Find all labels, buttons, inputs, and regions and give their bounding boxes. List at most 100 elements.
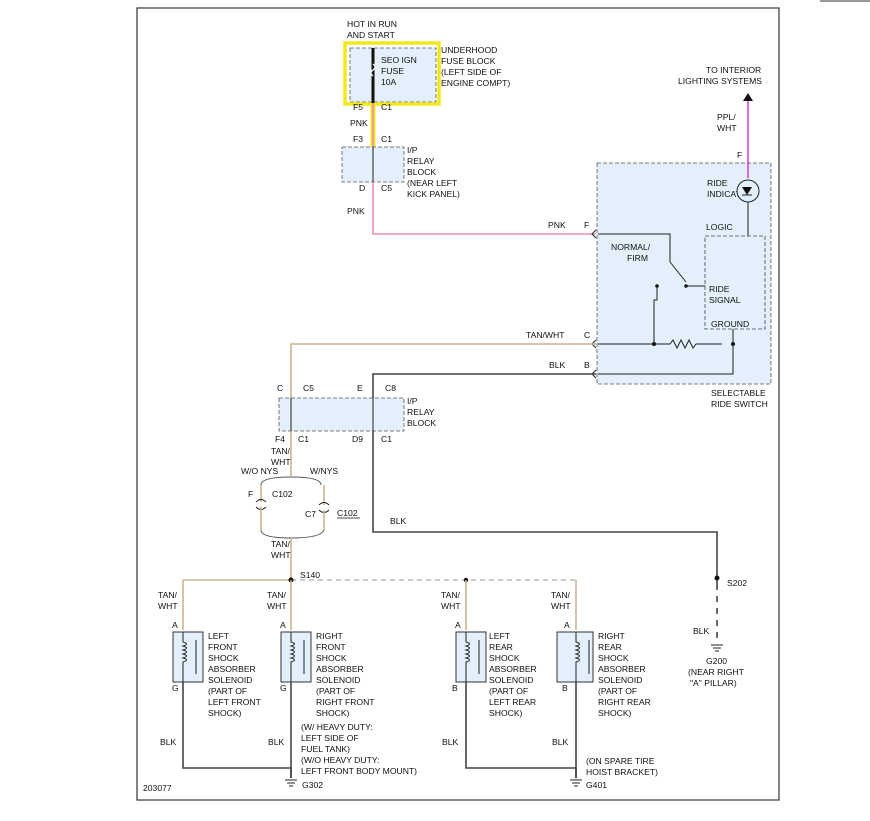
option-brace-bottom — [260, 529, 325, 539]
switch-name-1: SELECTABLE — [711, 388, 766, 398]
conn-c1-f4: C1 — [298, 434, 309, 444]
conn-c8: C8 — [385, 383, 396, 393]
normal-label-1: NORMAL/ — [611, 242, 651, 252]
solenoid-coil-icon — [574, 632, 580, 682]
conn-c1-relay: C1 — [381, 134, 392, 144]
pnk-label-3: PNK — [548, 220, 566, 230]
tan-label-mid2-2: WHT — [271, 550, 291, 560]
spare-label-1: (ON SPARE TIRE — [586, 756, 655, 766]
tan-label-mid2-1: TAN/ — [271, 539, 291, 549]
ride-signal-label-2: SIGNAL — [709, 295, 741, 305]
conn-c102-a: C102 — [272, 489, 293, 499]
shock-rr-pin-top: A — [564, 620, 570, 630]
to-interior-label-1: TO INTERIOR — [706, 65, 761, 75]
blk-label-s202: BLK — [693, 626, 710, 636]
pin-f-top: F — [737, 150, 742, 160]
pnk-label-1: PNK — [350, 118, 368, 128]
shock-rf-l3: ABSORBER — [316, 664, 364, 674]
ufb-label-3: (LEFT SIDE OF — [441, 67, 501, 77]
shock-lr-l1: REAR — [489, 642, 513, 652]
ufb-label-1: UNDERHOOD — [441, 45, 497, 55]
shock-lr-l3: ABSORBER — [489, 664, 537, 674]
pnk-label-2: PNK — [347, 206, 365, 216]
solenoid-coil-icon — [181, 632, 187, 682]
underhood-fuse-block — [349, 47, 437, 103]
relay-mid-label-3: BLOCK — [407, 418, 436, 428]
logic-box — [704, 235, 766, 330]
shock-rr-l3: ABSORBER — [598, 664, 646, 674]
shock-lf-wire-2: WHT — [158, 601, 178, 611]
ground-return — [598, 344, 734, 375]
tanwht-label-switch: TAN/WHT — [526, 330, 565, 340]
diagram-frame — [136, 7, 780, 801]
ip-relay-block-mid — [278, 397, 405, 432]
resistor-icon — [598, 338, 722, 350]
blk-wire-switch — [372, 373, 596, 398]
g302-label: G302 — [302, 780, 323, 790]
shock-rf-l2: SHOCK — [316, 653, 347, 663]
shock-rf-box — [280, 631, 312, 683]
relay-mid-label-2: RELAY — [407, 407, 435, 417]
node-c — [652, 342, 656, 346]
hd-label-2: LEFT SIDE OF — [301, 733, 359, 743]
blk-label-switch: BLK — [549, 360, 566, 370]
shock-rf-l4: SOLENOID — [316, 675, 360, 685]
shock-lf-l7: SHOCK) — [208, 708, 242, 718]
pin-f5: F5 — [353, 102, 363, 112]
shock-rf-wire-1: TAN/ — [267, 590, 287, 600]
conn-c1-top: C1 — [381, 102, 392, 112]
pin-c: C — [584, 330, 590, 340]
pnk-wire-to-switch — [372, 182, 596, 235]
shock-lr-pin-top: A — [455, 620, 461, 630]
pin-c7: C7 — [305, 509, 316, 519]
tan-wht-wire-switch — [290, 343, 596, 398]
pin-f-c102: F — [248, 489, 253, 499]
shock-lr-blk: BLK — [442, 737, 459, 747]
ground-label: GROUND — [711, 319, 749, 329]
shock-lf-l2: SHOCK — [208, 653, 239, 663]
shock-lf-box — [172, 631, 204, 683]
relay-label-4: (NEAR LEFT — [407, 178, 458, 188]
c102-connector-a-top — [255, 499, 267, 503]
ppl-label-2: WHT — [717, 123, 737, 133]
shock-rr-l0: RIGHT — [598, 631, 625, 641]
shock-rr-l7: SHOCK) — [598, 708, 632, 718]
ride-signal-label-1: RIDE — [709, 284, 730, 294]
fuse-icon — [370, 63, 376, 77]
shock-lf-pin-top: A — [172, 620, 178, 630]
tan-label-mid-1: TAN/ — [271, 446, 291, 456]
shock-rr-wire-1: TAN/ — [551, 590, 571, 600]
g200-label-2: (NEAR RIGHT — [688, 667, 745, 677]
hd-label-5: LEFT FRONT BODY MOUNT) — [301, 766, 417, 776]
option-brace — [260, 476, 322, 486]
shock-lf-l4: SOLENOID — [208, 675, 252, 685]
shock-lf-l0: LEFT — [208, 631, 230, 641]
relay-label-5: KICK PANEL) — [407, 189, 460, 199]
pin-d: D — [359, 183, 365, 193]
normal-contact-line — [653, 286, 658, 344]
shock-lr-l4: SOLENOID — [489, 675, 533, 685]
ground-icon-g200 — [711, 644, 723, 652]
ride-indicator-label-2: INDICATOR — [707, 189, 753, 199]
shock-lr-wire-2: WHT — [441, 601, 461, 611]
fuse-label-1: SEO IGN — [381, 55, 417, 65]
wo-nys-label: W/O NYS — [241, 466, 279, 476]
solenoid-coil-icon — [289, 632, 295, 682]
tan-label-mid-2: WHT — [271, 457, 291, 467]
pin-c-mid: C — [277, 383, 283, 393]
hot-label-2: AND START — [347, 30, 396, 40]
spare-label-2: HOIST BRACKET) — [586, 767, 658, 777]
shock-lr-l6: LEFT REAR — [489, 697, 536, 707]
shock-rr-box — [556, 631, 594, 683]
shock-rf-l5: (PART OF — [316, 686, 355, 696]
s140-label: S140 — [300, 570, 320, 580]
shock-lf-l3: ABSORBER — [208, 664, 256, 674]
relay-label-2: RELAY — [407, 156, 435, 166]
g200-label-3: "A" PILLAR) — [690, 678, 737, 688]
normal-label-2: FIRM — [627, 253, 648, 263]
shock-lf-l1: FRONT — [208, 642, 238, 652]
hd-label-1: (W/ HEAVY DUTY: — [301, 722, 373, 732]
led-diode-icon — [742, 187, 752, 195]
to-interior-label-2: LIGHTING SYSTEMS — [678, 76, 762, 86]
